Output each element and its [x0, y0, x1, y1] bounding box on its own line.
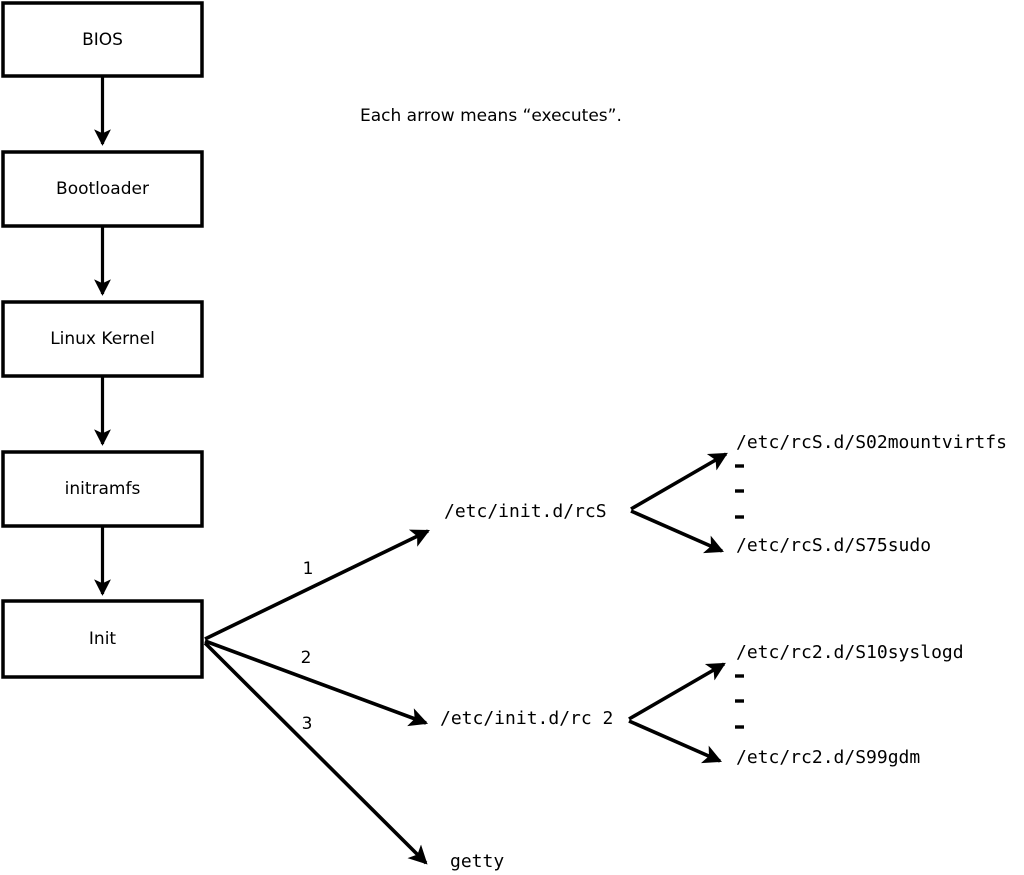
- node-bios[interactable]: BIOS: [1, 1, 204, 78]
- arrow-rc2-to-first-script: [628, 662, 726, 721]
- bios-label: BIOS: [82, 30, 123, 50]
- boot-chain-column: BIOS Bootloader Linux Kernel initramfs I: [1, 1, 204, 679]
- rc2-script-fork: [628, 662, 726, 764]
- rc2-ellipsis: [735, 674, 744, 729]
- arrow-number-3: 3: [302, 714, 313, 734]
- caption-text: Each arrow means “executes”.: [360, 106, 622, 126]
- arrow-number-2: 2: [301, 648, 312, 668]
- arrow-init-to-getty: [203, 641, 428, 865]
- bootloader-label: Bootloader: [56, 179, 149, 199]
- arrow-init-to-rcs: [204, 529, 430, 641]
- init-box[interactable]: [1, 599, 204, 679]
- linux-kernel-box[interactable]: [1, 300, 204, 378]
- rcs-script-fork: [630, 452, 728, 554]
- label-rc2-last-script: /etc/rc2.d/S99gdm: [736, 747, 920, 768]
- node-initramfs[interactable]: initramfs: [1, 450, 204, 528]
- linux-kernel-label: Linux Kernel: [50, 329, 155, 349]
- arrow-number-1: 1: [303, 559, 314, 579]
- bootloader-box[interactable]: [1, 150, 204, 228]
- label-rc2-first-script: /etc/rc2.d/S10syslogd: [736, 642, 964, 663]
- node-init[interactable]: Init: [1, 599, 204, 679]
- node-bootloader[interactable]: Bootloader: [1, 150, 204, 228]
- initramfs-label: initramfs: [65, 479, 141, 499]
- label-rcs-first-script: /etc/rcS.d/S02mountvirtfs: [736, 432, 1007, 453]
- label-rcs-last-script: /etc/rcS.d/S75sudo: [736, 535, 931, 556]
- label-init-d-rc2: /etc/init.d/rc 2: [440, 708, 613, 729]
- node-linux-kernel[interactable]: Linux Kernel: [1, 300, 204, 378]
- rcs-ellipsis: [735, 464, 744, 519]
- bios-box[interactable]: [1, 1, 204, 78]
- arrow-rcs-to-last-script: [630, 509, 724, 554]
- init-label: Init: [89, 629, 117, 649]
- init-fanout-arrows: 1 2 3: [203, 529, 430, 865]
- arrow-init-to-rc2: [204, 639, 429, 727]
- arrow-rcs-to-first-script: [630, 452, 728, 511]
- label-init-d-rcs: /etc/init.d/rcS: [444, 501, 607, 522]
- arrow-rc2-to-last-script: [628, 719, 722, 764]
- label-getty: getty: [450, 851, 504, 872]
